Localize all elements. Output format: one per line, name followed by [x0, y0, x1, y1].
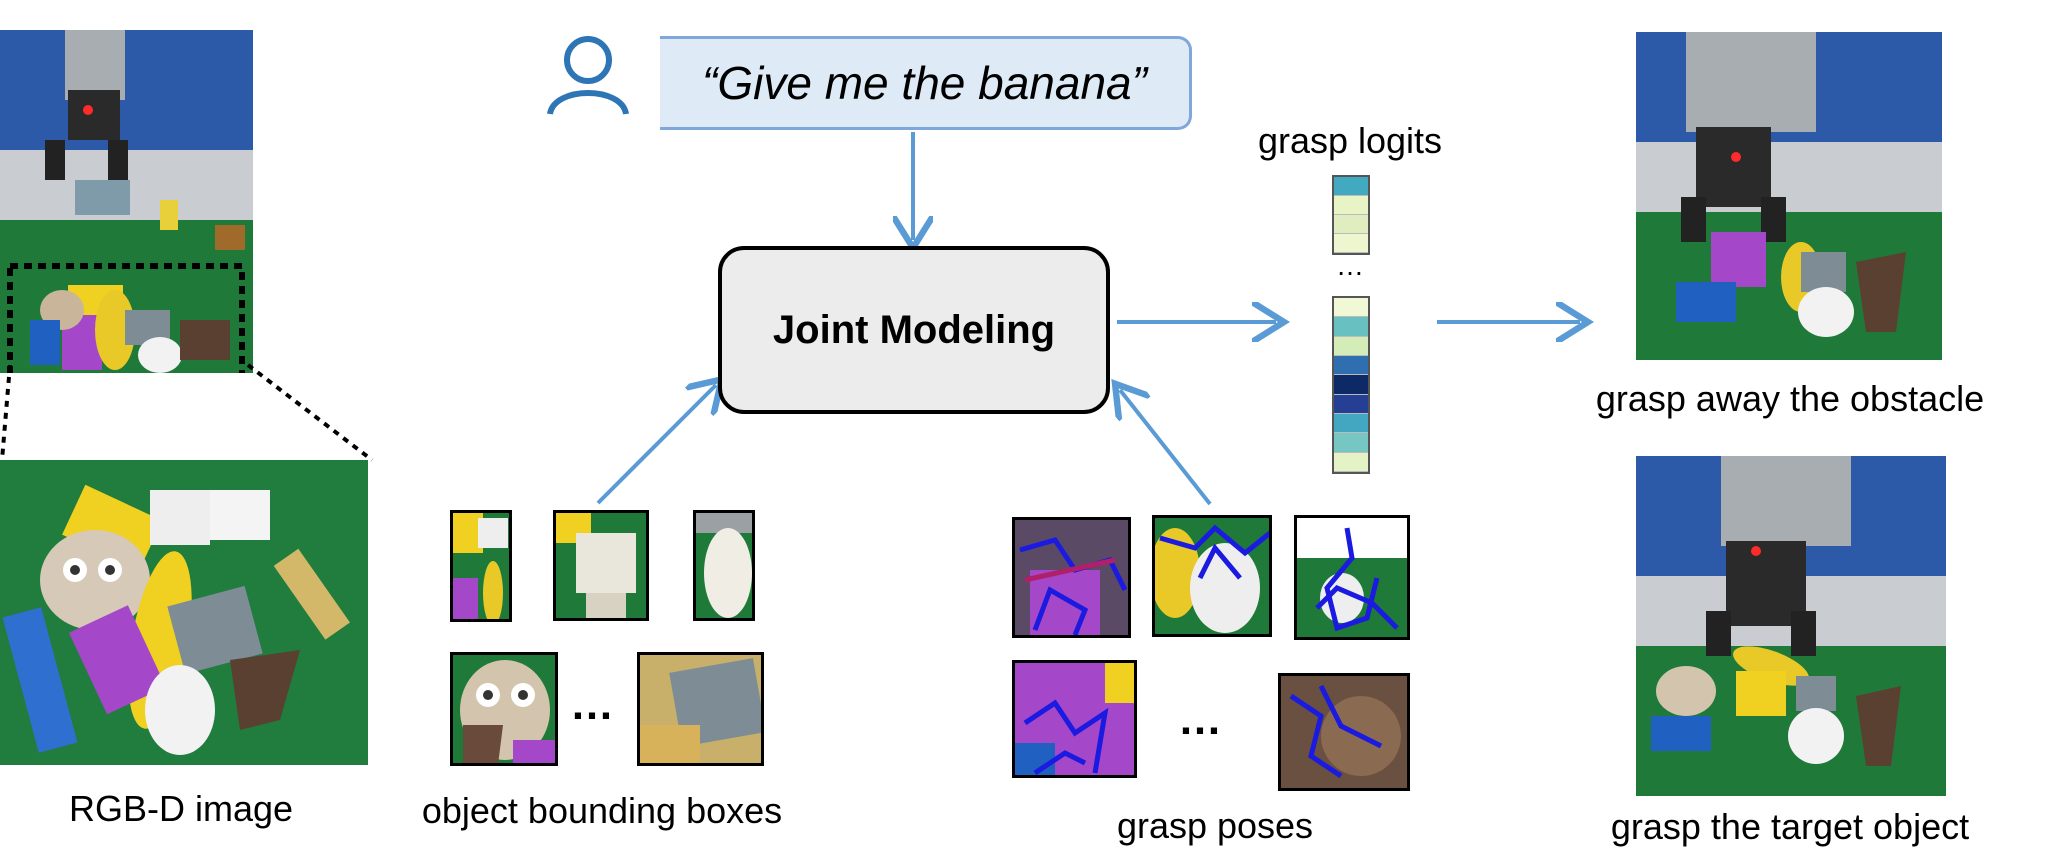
grasp-pose-thumb-1	[1012, 517, 1131, 638]
prompt-text: “Give me the banana”	[702, 57, 1147, 109]
bounding-boxes-label: object bounding boxes	[421, 790, 783, 831]
logit-cell	[1334, 452, 1368, 472]
bbox-thumb-1	[450, 510, 512, 622]
joint-modeling-label: Joint Modeling	[772, 307, 1056, 352]
bbox-thumb-5	[637, 652, 764, 766]
logit-cell	[1334, 215, 1368, 234]
logit-cell	[1334, 336, 1368, 356]
bbox-thumb-3	[693, 510, 755, 621]
logit-cell	[1334, 394, 1368, 414]
logit-cell	[1334, 234, 1368, 253]
grasp-pose-thumb-3	[1294, 515, 1410, 640]
rgbd-scene-photo	[0, 30, 253, 373]
logit-cell	[1334, 355, 1368, 376]
grasp-obstacle-label: grasp away the obstacle	[1595, 378, 1985, 419]
bbox-thumb-4	[450, 652, 558, 766]
logit-column-bottom	[1332, 296, 1370, 474]
logit-cell	[1334, 413, 1368, 434]
grasp-poses-label: grasp poses	[1116, 805, 1314, 846]
grasp-target-label: grasp the target object	[1610, 806, 1970, 847]
rgbd-zoom-photo	[0, 460, 368, 765]
arrow-poses-to-model	[1120, 390, 1212, 506]
logit-cell	[1334, 177, 1368, 196]
rgbd-image-label: RGB-D image	[68, 788, 294, 829]
logit-cell	[1334, 196, 1368, 215]
joint-modeling-box: Joint Modeling	[718, 246, 1110, 414]
zoom-lines	[0, 363, 374, 462]
grasp-pose-ellipsis: …	[1178, 695, 1224, 744]
grasp-pose-thumb-4	[1012, 660, 1137, 778]
logit-cell	[1334, 317, 1368, 337]
user-icon	[547, 36, 629, 115]
grasp-pose-thumb-2	[1152, 515, 1272, 637]
logit-column-top	[1332, 175, 1370, 255]
arrow-boxes-to-model	[596, 385, 716, 505]
grasp-logits-label: grasp logits	[1257, 120, 1443, 161]
logit-cell	[1334, 433, 1368, 453]
logit-cell	[1334, 375, 1368, 395]
grasp-pose-thumb-5	[1278, 673, 1410, 791]
logit-ellipsis: …	[1336, 250, 1364, 281]
bbox-thumb-2	[553, 510, 649, 621]
logit-cell	[1334, 298, 1368, 318]
prompt-speech-box: “Give me the banana”	[660, 36, 1192, 130]
result-obstacle-photo	[1636, 32, 1942, 360]
bbox-ellipsis: …	[570, 680, 616, 729]
result-target-photo	[1636, 456, 1946, 796]
